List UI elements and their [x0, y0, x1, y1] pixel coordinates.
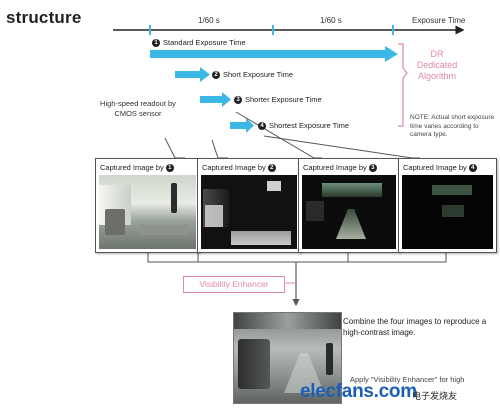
page-title: structure — [6, 8, 82, 27]
tick-label-1: 1/60 s — [198, 16, 220, 25]
step-label-1: Standard Exposure Time — [163, 38, 246, 47]
panel-label-3: Captured Image by 3 — [303, 163, 377, 172]
panel-label-2: Captured Image by 2 — [202, 163, 276, 172]
captured-panel-3: Captured Image by 3 — [298, 158, 400, 253]
panel-number-3: 3 — [368, 163, 377, 172]
exposure-arrow-short — [175, 67, 210, 82]
watermark-chinese: 电子发烧友 — [412, 391, 458, 401]
panel-number-2: 2 — [267, 163, 276, 172]
panel-label-1: Captured Image by 1 — [100, 163, 174, 172]
exposure-arrow-standard — [150, 46, 398, 62]
captured-panel-4: Captured Image by 4 — [398, 158, 497, 253]
captured-panel-1: Captured Image by 1 — [95, 158, 200, 253]
captured-image-standard — [99, 175, 196, 249]
panel-label-4: Captured Image by 4 — [403, 163, 477, 172]
exposure-arrow-shorter — [200, 92, 231, 107]
captured-image-short — [201, 175, 297, 249]
step-number-2: 2 — [212, 70, 220, 79]
panel-number-1: 1 — [165, 163, 174, 172]
combine-description: Combine the four images to reproduce a h… — [343, 317, 487, 337]
exposure-step-1: 1 Standard Exposure Time — [152, 38, 246, 47]
readout-note: High-speed readout by CMOS sensor — [100, 99, 176, 118]
merge-bracket — [147, 253, 447, 263]
dr-line-3: Algorithm — [417, 71, 456, 81]
step-number-4: 4 — [258, 121, 266, 130]
exposure-arrow-shortest — [230, 118, 254, 133]
step-label-4: Shortest Exposure Time — [269, 121, 350, 130]
camera-note: NOTE: Actual short exposure time varies … — [410, 114, 495, 138]
exposure-step-2: 2 Short Exposure Time — [212, 70, 293, 79]
callout-1 — [164, 137, 185, 159]
callout-3 — [235, 111, 322, 159]
captured-image-shorter — [302, 175, 396, 249]
step-number-1: 1 — [152, 38, 160, 47]
dr-bracket — [398, 43, 408, 127]
combined-image — [233, 312, 342, 404]
panel-number-4: 4 — [468, 163, 477, 172]
exposure-time-label: Exposure Time — [412, 16, 466, 25]
step-label-2: Short Exposure Time — [223, 70, 294, 79]
captured-image-shortest — [402, 175, 493, 249]
visibility-enhancer-box: Visibility Enhancer — [183, 276, 285, 293]
exposure-step-4: 4 Shortest Exposure Time — [258, 121, 349, 130]
captured-panel-2: Captured Image by 2 — [197, 158, 301, 253]
apply-description: Apply "Visibility Enhancer" for high — [350, 375, 465, 384]
exposure-step-3: 3 Shorter Exposure Time — [234, 95, 322, 104]
step-number-3: 3 — [234, 95, 242, 104]
dr-line-2: Dedicated — [416, 60, 458, 70]
dr-algorithm-label: DR Dedicated Algorithm — [408, 49, 466, 82]
tick-label-2: 1/60 s — [320, 16, 342, 25]
step-label-3: Shorter Exposure Time — [245, 95, 322, 104]
callout-4 — [263, 135, 420, 159]
callout-2 — [211, 139, 228, 159]
watermark-logo: elecfans.com — [300, 381, 417, 402]
dr-line-1: DR — [430, 49, 444, 59]
